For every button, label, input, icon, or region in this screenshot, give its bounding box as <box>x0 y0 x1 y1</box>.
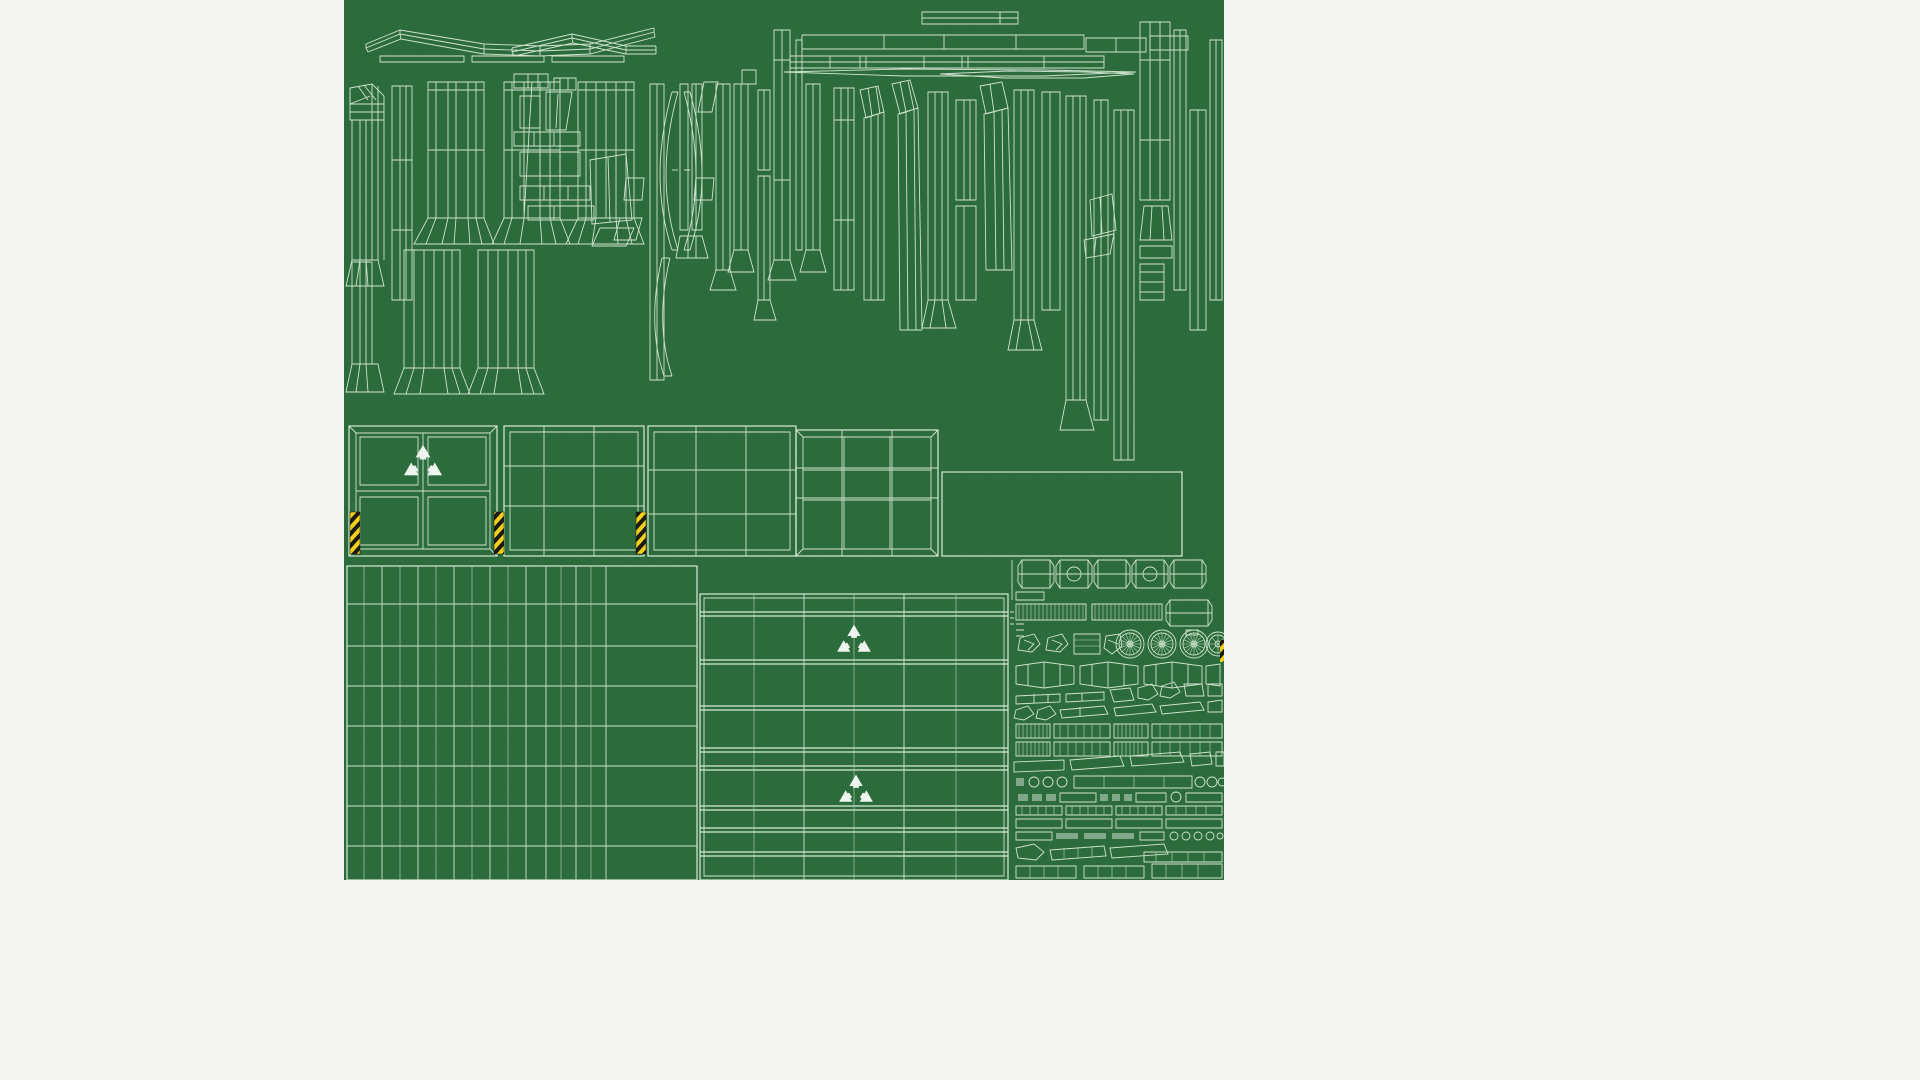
hazard-stripe-accent[interactable] <box>1220 640 1224 662</box>
region-vertical-panels <box>346 30 826 394</box>
region-bin-boxes <box>348 425 1183 557</box>
panel-tall-center <box>710 30 826 320</box>
detail-chassis-bottom <box>1016 844 1222 878</box>
cage-box-shell <box>795 429 939 557</box>
region-detail-parts-dense <box>1014 560 1224 878</box>
panel-slab-group-a <box>392 86 412 300</box>
recycle-symbol-side-upper <box>837 624 871 652</box>
region-curved-rails <box>366 28 656 62</box>
detail-dense-hatch-block <box>1016 724 1222 756</box>
detail-solid-bars <box>1016 776 1224 788</box>
panel-slab-group-b <box>414 82 494 244</box>
region-body-grid-large <box>346 565 698 880</box>
hazard-stripe-left[interactable] <box>349 511 361 555</box>
detail-chips-rows <box>1016 792 1223 840</box>
panel-arc-brackets <box>650 84 708 380</box>
uv-atlas-canvas <box>344 0 1224 880</box>
region-right-tall-column <box>834 22 1222 460</box>
recycle-symbol-bin <box>403 444 443 476</box>
detail-wheels-row <box>1018 630 1224 658</box>
bin-box-2 <box>503 425 645 557</box>
panel-slab-group-b2 <box>394 250 470 394</box>
canvas-noise-overlay <box>344 0 1224 880</box>
hazard-stripe-right[interactable] <box>635 511 647 555</box>
detail-angled-arms <box>1014 752 1224 772</box>
panel-slab-group-c <box>492 82 570 244</box>
panel-fan-shapes <box>614 70 756 240</box>
hazard-stripe-mid[interactable] <box>493 511 505 555</box>
detail-rod-parts <box>1014 682 1222 720</box>
panel-slab-group-c2 <box>468 250 544 394</box>
panel-slab-group-a2 <box>346 262 384 392</box>
region-detail-openframes <box>1010 560 1014 624</box>
uv-atlas-svg <box>344 0 1224 880</box>
recycle-symbol-side-lower <box>839 774 873 802</box>
panel-stepped-group <box>514 74 634 246</box>
region-top-long-strips <box>784 12 1188 78</box>
region-side-panel-grid <box>699 593 1009 880</box>
detail-hatched-bars <box>1016 600 1212 636</box>
detail-barrels-row <box>1016 560 1206 600</box>
detail-elongated-shells <box>1016 662 1220 688</box>
flat-plate-b <box>941 471 1183 557</box>
